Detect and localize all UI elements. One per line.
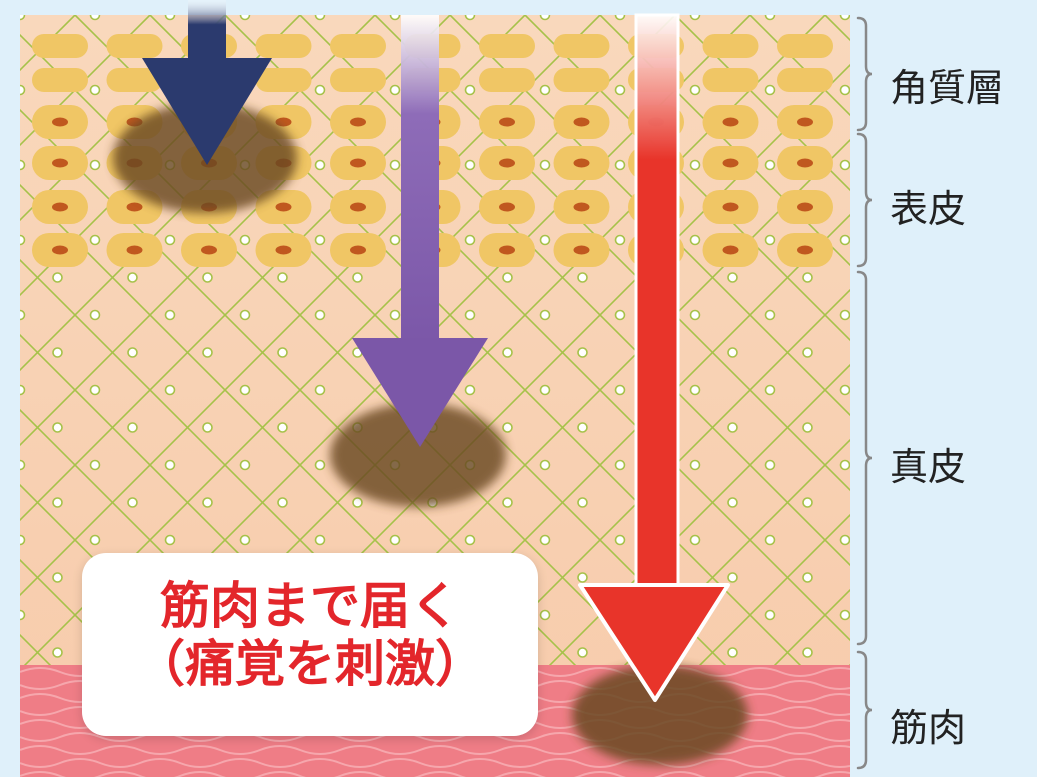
callout-line-2: （痛覚を刺激） bbox=[135, 635, 485, 693]
callout-box: 筋肉まで届く （痛覚を刺激） bbox=[82, 553, 538, 736]
absorption-spot-muscle bbox=[572, 665, 748, 765]
layer-label-stratum-corneum: 角質層 bbox=[890, 66, 1005, 110]
absorption-spot-dermis bbox=[330, 403, 506, 507]
layer-label-dermis: 真皮 bbox=[890, 445, 967, 489]
layer-brackets bbox=[856, 16, 873, 770]
layer-label-epidermis: 表皮 bbox=[890, 187, 967, 231]
shallow-arrow bbox=[142, 0, 272, 165]
deep-arrow bbox=[578, 13, 730, 702]
layer-label-muscle: 筋肉 bbox=[890, 706, 967, 750]
callout-line-1: 筋肉まで届く bbox=[160, 577, 460, 635]
middle-arrow bbox=[352, 15, 488, 447]
